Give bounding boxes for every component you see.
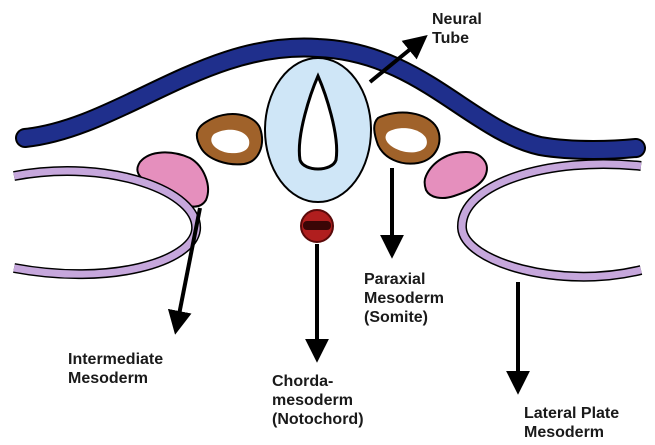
label-intermediate-mesoderm: Intermediate Mesoderm [68, 350, 163, 388]
label-lateral-plate-mesoderm: Lateral Plate Mesoderm [524, 404, 619, 442]
label-chorda-mesoderm: Chorda- mesoderm (Notochord) [272, 372, 364, 429]
label-neural-tube: Neural Tube [432, 10, 482, 48]
label-paraxial-mesoderm: Paraxial Mesoderm (Somite) [364, 270, 444, 327]
arrow-intermediate [176, 208, 200, 330]
